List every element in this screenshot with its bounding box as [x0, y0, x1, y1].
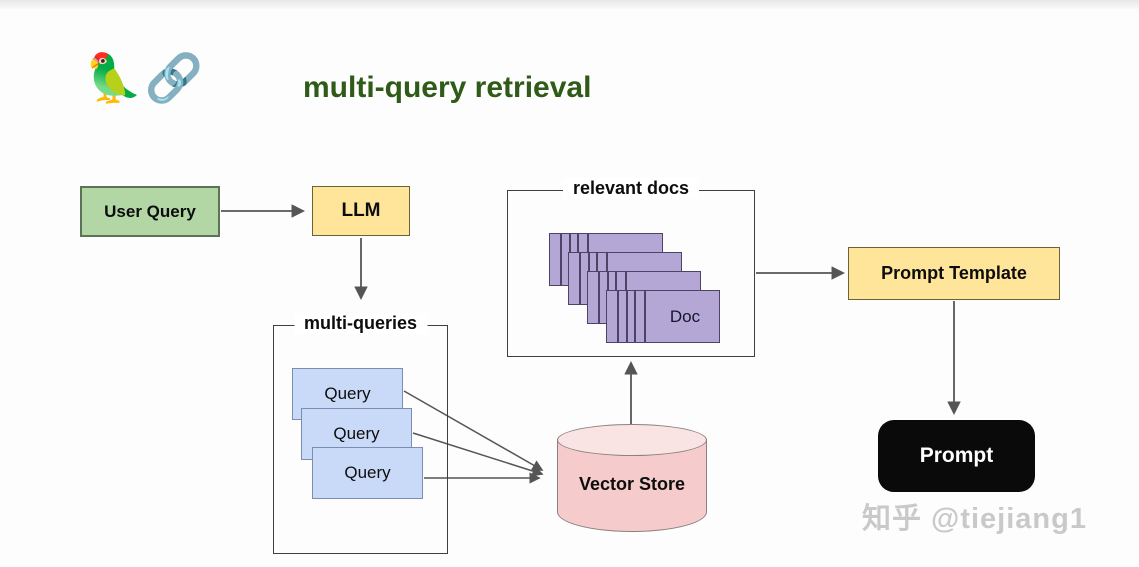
doc-page-line [560, 234, 562, 285]
watermark: 知乎 @tiejiang1 [862, 503, 1087, 535]
node-vector-store: Vector Store [557, 424, 707, 532]
node-llm: LLM [312, 186, 410, 236]
query-card-3: Query [312, 447, 423, 499]
node-user-query: User Query [80, 186, 220, 237]
diagram-title: multi-query retrieval [303, 71, 592, 104]
doc-page-line [626, 291, 628, 342]
node-prompt: Prompt [878, 420, 1035, 492]
node-prompt-template: Prompt Template [848, 247, 1060, 300]
vector-store-cylinder-top [557, 424, 707, 456]
group-relevant-docs: relevant docs [507, 178, 755, 357]
group-multi-queries: multi-queries [273, 313, 448, 554]
doc-page-line [617, 291, 619, 342]
chain-link-emoji: 🔗 [144, 51, 206, 104]
doc-page-line [634, 291, 636, 342]
doc-card-label: Doc [669, 306, 701, 326]
node-vector-store-label: Vector Store [578, 474, 686, 494]
parrot-emoji: 🦜 [84, 51, 145, 104]
doc-page-line [579, 253, 581, 304]
doc-card-4: Doc [606, 290, 720, 343]
group-multi-queries-label: multi-queries [293, 313, 428, 334]
logo: 🦜🔗 [84, 50, 205, 106]
doc-page-line [598, 272, 600, 323]
doc-page-line [644, 291, 646, 342]
group-relevant-docs-label: relevant docs [562, 178, 700, 199]
top-bar [0, 0, 1139, 9]
